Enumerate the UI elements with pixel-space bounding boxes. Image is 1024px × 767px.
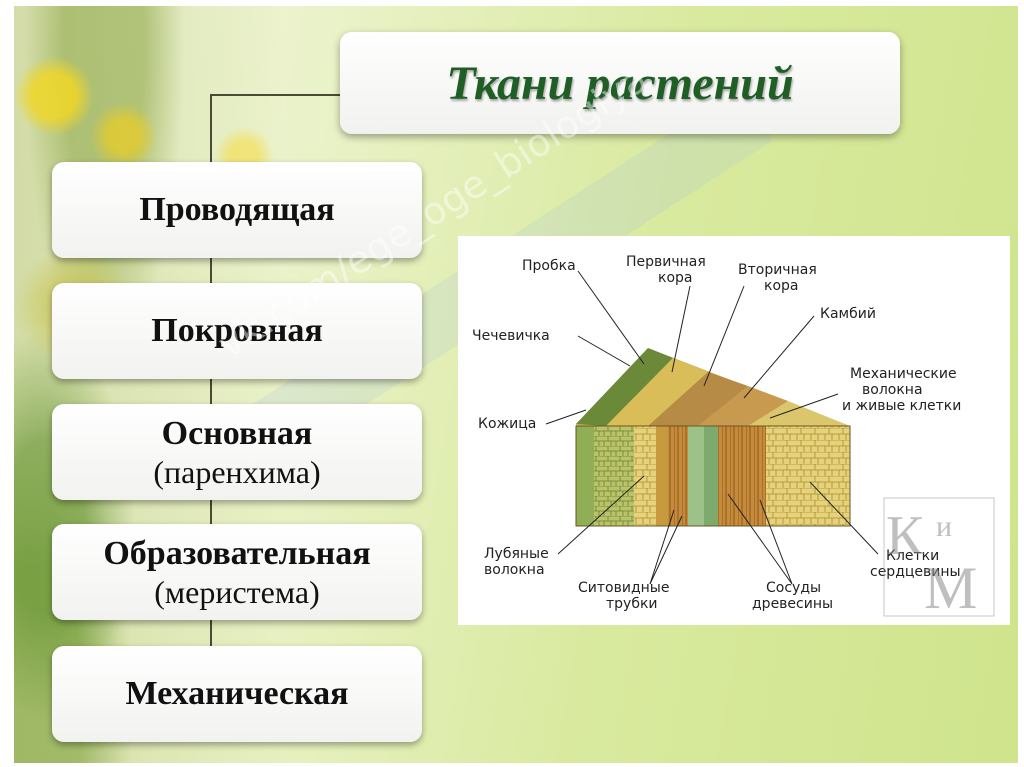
tissue-box-meristem: Образовательная (меристема) bbox=[52, 524, 422, 620]
tissue-label: Механическая bbox=[125, 675, 349, 712]
label-mechanical-fibers: Механические bbox=[850, 366, 957, 382]
svg-text:кора: кора bbox=[658, 270, 693, 286]
connector-horizontal bbox=[210, 94, 360, 96]
label-secondary-cortex: Вторичная bbox=[738, 262, 817, 278]
label-xylem-vessels: Сосуды bbox=[766, 580, 821, 596]
tissue-label: Основная bbox=[161, 415, 313, 452]
svg-text:древесины: древесины bbox=[752, 596, 833, 612]
kim-logo: К и М bbox=[883, 497, 995, 621]
tissue-sublabel: (паренхима) bbox=[153, 454, 321, 490]
tissue-box-covering: Покровная bbox=[52, 283, 422, 379]
svg-text:и: и bbox=[936, 510, 952, 543]
tissue-label: Образовательная bbox=[103, 535, 371, 572]
label-cambium: Камбий bbox=[820, 306, 876, 322]
xylem-vessels-layer bbox=[718, 426, 766, 526]
svg-text:сердцевины: сердцевины bbox=[870, 564, 961, 580]
svg-text:кора: кора bbox=[764, 278, 799, 294]
tissue-box-mechanical: Механическая bbox=[52, 646, 422, 742]
page-title: Ткани растений bbox=[446, 56, 794, 110]
label-epidermis: Кожица bbox=[478, 416, 536, 432]
label-bast-fibers: Лубяные bbox=[484, 546, 549, 562]
svg-text:и живые клетки: и живые клетки bbox=[842, 398, 961, 414]
label-lenticel: Чечевичка bbox=[472, 328, 550, 344]
tissue-sublabel: (меристема) bbox=[154, 574, 320, 610]
tissue-label: Покровная bbox=[151, 312, 323, 349]
svg-text:М: М bbox=[924, 555, 977, 621]
tissue-box-ground: Основная (паренхима) bbox=[52, 404, 422, 500]
label-pith-cells: Клетки bbox=[886, 548, 939, 564]
label-sieve-tubes: Ситовидные bbox=[578, 580, 669, 596]
svg-text:трубки: трубки bbox=[606, 596, 658, 612]
cambium-layer bbox=[688, 426, 704, 526]
svg-text:волокна: волокна bbox=[862, 382, 923, 398]
stem-svg: Пробка Первичная кора Вторичная кора Кам… bbox=[472, 254, 995, 621]
svg-text:волокна: волокна bbox=[484, 562, 545, 578]
tissue-label: Проводящая bbox=[139, 191, 335, 228]
sieve-tubes-layer bbox=[668, 426, 688, 526]
epidermis-layer bbox=[576, 426, 594, 526]
cork-layer bbox=[594, 426, 634, 526]
tissue-box-conductive: Проводящая bbox=[52, 162, 422, 258]
primary-cortex-layer bbox=[634, 426, 656, 526]
flower-background bbox=[14, 6, 284, 763]
title-box: Ткани растений bbox=[340, 32, 900, 134]
label-primary-cortex: Первичная bbox=[626, 254, 706, 270]
svg-text:К: К bbox=[886, 505, 924, 567]
label-probka: Пробка bbox=[522, 258, 576, 274]
stem-cross-section-diagram: Пробка Первичная кора Вторичная кора Кам… bbox=[458, 236, 1010, 625]
